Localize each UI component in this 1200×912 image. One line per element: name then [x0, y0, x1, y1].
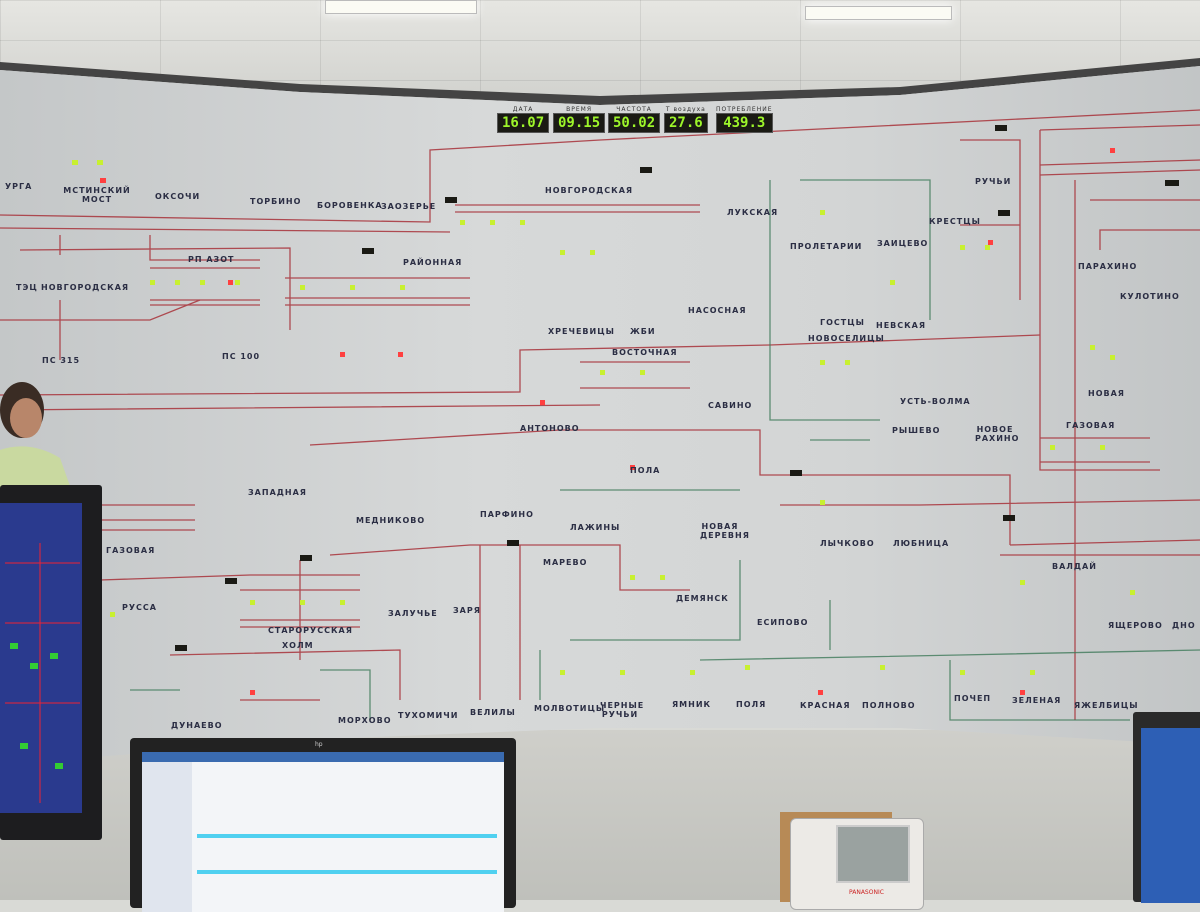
right-monitor-screen	[1141, 728, 1200, 903]
station-label: БОРОВЕНКА	[317, 201, 383, 210]
station-label: ПАРФИНО	[480, 510, 534, 519]
station-label: НОВОСЕЛИЦЫ	[808, 334, 885, 343]
station-label: ЛУКСКАЯ	[727, 208, 779, 217]
station-label: ЛЮБНИЦА	[893, 539, 950, 548]
station-label: ТЭЦ	[16, 283, 38, 292]
station-label: УСТЬ-ВОЛМА	[900, 397, 971, 406]
station-label: НОВАЯ	[1088, 389, 1125, 398]
station-label: ГАЗОВАЯ	[106, 546, 156, 555]
station-label: САВИНО	[708, 401, 753, 410]
station-label: КУЛОТИНО	[1120, 292, 1180, 301]
station-label: КРЕСТЦЫ	[929, 217, 981, 226]
phone-brand: PANASONIC	[849, 889, 884, 896]
station-label: НОВОЕ РАХИНО	[975, 425, 1020, 443]
station-label: ЧЕРНЫЕ РУЧЬИ	[600, 701, 645, 719]
station-label: МОЛВОТИЦЫ	[534, 704, 606, 713]
station-label: ЗАПАДНАЯ	[248, 488, 307, 497]
station-label: ЖБИ	[630, 327, 656, 336]
station-label: ЗАИЦЕВО	[877, 239, 929, 248]
station-label: МСТИНСКИЙ МОСТ	[63, 186, 131, 204]
station-label: ПС 100	[222, 352, 261, 361]
station-label: ДУНАЕВО	[171, 721, 223, 730]
ceiling-lamp	[325, 0, 477, 14]
station-label: ДНО	[1172, 621, 1196, 630]
station-label: ЗЕЛЕНАЯ	[1012, 696, 1062, 705]
desk-phone: PANASONIC	[790, 818, 924, 910]
station-label: НАСОСНАЯ	[688, 306, 747, 315]
station-label: ПОЛА	[630, 466, 661, 475]
ceiling-lamp	[805, 6, 952, 20]
station-label: НОВАЯ ДЕРЕВНЯ	[700, 522, 750, 540]
station-label: ЯЩЕРОВО	[1108, 621, 1163, 630]
phone-display	[836, 825, 910, 883]
station-label: ВЕЛИЛЫ	[470, 708, 516, 717]
station-label: ПОЧЕП	[954, 694, 992, 703]
right-monitor	[1133, 712, 1200, 903]
station-label: МАРЕВО	[543, 558, 588, 567]
left-monitor-screen	[0, 503, 82, 813]
station-label: ЯЖЕЛБИЦЫ	[1074, 701, 1139, 710]
station-label: РАЙОННАЯ	[403, 258, 463, 267]
operator-person	[0, 382, 75, 500]
station-label: РЫШЕВО	[892, 426, 941, 435]
left-monitor	[0, 485, 102, 840]
station-label: ЗАЛУЧЬЕ	[388, 609, 438, 618]
station-label: ПОЛНОВО	[862, 701, 916, 710]
station-label: ЕСИПОВО	[757, 618, 809, 627]
station-label: АНТОНОВО	[520, 424, 580, 433]
station-label: НЕВСКАЯ	[876, 321, 927, 330]
station-label: ПОЛЯ	[736, 700, 767, 709]
station-label: ЯМНИК	[672, 700, 712, 709]
station-label: ЗАОЗЕРЬЕ	[381, 202, 437, 211]
highlighted-row	[197, 870, 497, 874]
hp-monitor: hp	[130, 738, 516, 912]
station-label: ТОРБИНО	[250, 197, 302, 206]
station-label: ГАЗОВАЯ	[1066, 421, 1116, 430]
station-label: УРГА	[5, 182, 33, 191]
station-label: ХОЛМ	[282, 641, 314, 650]
station-label: МОРХОВО	[338, 716, 392, 725]
station-label: ХРЕЧЕВИЦЫ	[548, 327, 615, 336]
station-label: ОКСОЧИ	[155, 192, 201, 201]
station-label: РП АЗОТ	[188, 255, 235, 264]
station-label: ЛЫЧКОВО	[820, 539, 875, 548]
station-label: ТУХОМИЧИ	[398, 711, 459, 720]
station-label: ВОСТОЧНАЯ	[612, 348, 678, 357]
station-label: ЛАЖИНЫ	[570, 523, 621, 532]
station-label: РУЧЬИ	[975, 177, 1012, 186]
station-label: ПРОЛЕТАРИИ	[790, 242, 863, 251]
station-label: ГОСТЦЫ	[820, 318, 865, 327]
station-label: ДЕМЯНСК	[676, 594, 729, 603]
station-label: РУССА	[122, 603, 157, 612]
hp-logo: hp	[315, 741, 323, 748]
station-label: НОВГОРОДСКАЯ	[545, 186, 634, 195]
highlighted-row	[197, 834, 497, 838]
station-label: ЗАРЯ	[453, 606, 481, 615]
station-label: ВАЛДАЙ	[1052, 562, 1097, 571]
station-label: СТАРОРУССКАЯ	[268, 626, 353, 635]
hp-monitor-screen	[142, 752, 504, 912]
station-label: ПС 315	[42, 356, 81, 365]
station-label: НОВГОРОДСКАЯ	[41, 283, 130, 292]
station-label: МЕДНИКОВО	[356, 516, 426, 525]
station-label: ПАРАХИНО	[1078, 262, 1138, 271]
station-label: КРАСНАЯ	[800, 701, 851, 710]
